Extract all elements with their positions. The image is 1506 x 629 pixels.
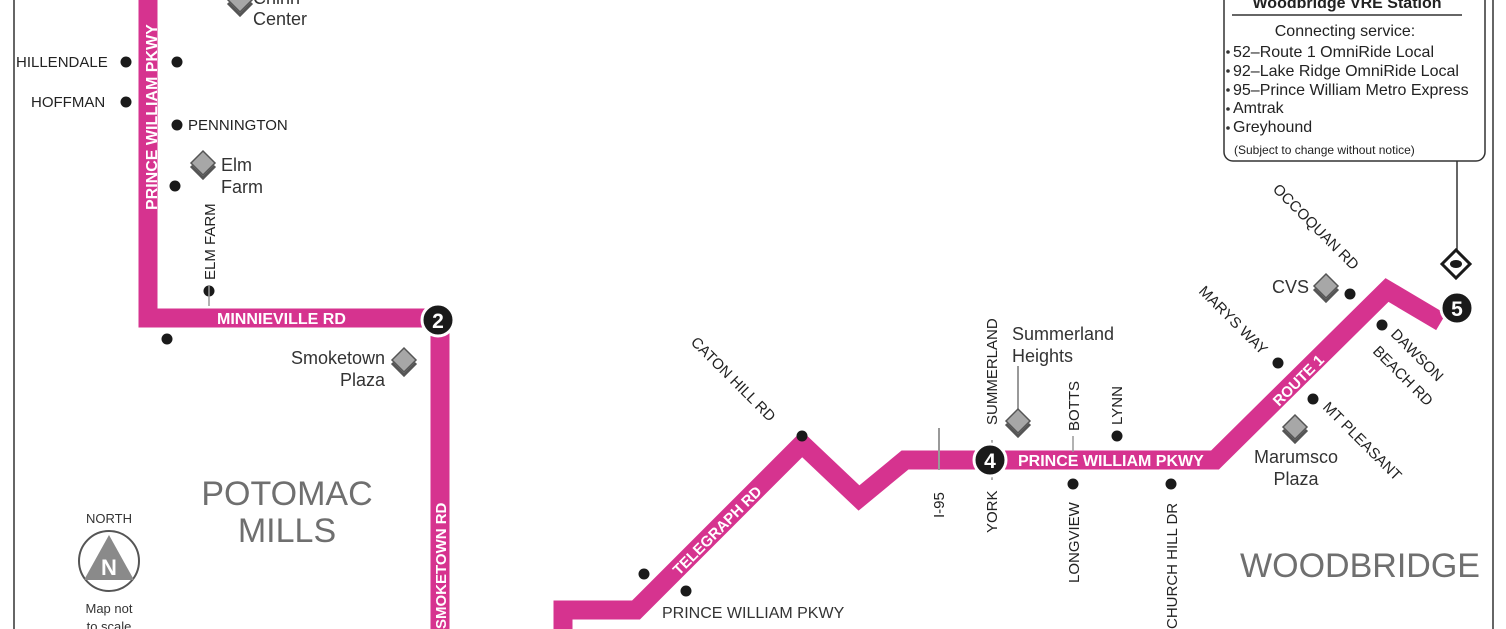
stop-label-occoquan: OCCOQUAN RD <box>1269 181 1362 274</box>
service-bullet <box>1226 126 1230 130</box>
stop-dot <box>171 56 183 68</box>
stop-label-pennington: PENNINGTON <box>188 117 288 134</box>
stop-label-summerland: SUMMERLAND <box>984 318 1001 425</box>
stop-label-elm-farm-rd: ELM FARM <box>202 203 219 280</box>
stop-dot <box>1111 430 1123 442</box>
route-line-south <box>553 278 1446 629</box>
info-box-service: 52–Route 1 OmniRide Local <box>1233 44 1434 61</box>
timepoint-5-number: 5 <box>1451 298 1463 321</box>
landmark-smoketown-1: Smoketown <box>291 348 385 368</box>
info-box-subtitle: Connecting service: <box>1275 23 1416 40</box>
stop-dot <box>796 430 808 442</box>
stop-label-longview: LONGVIEW <box>1066 501 1083 583</box>
landmark-smoketown-2: Plaza <box>340 370 386 390</box>
stop-dot <box>638 568 650 580</box>
landmark-summerland-2: Heights <box>1012 346 1073 366</box>
stop-label-pwp-south: PRINCE WILLIAM PKWY <box>662 605 845 622</box>
info-box-note: (Subject to change without notice) <box>1234 143 1415 157</box>
compass: NORTH N Map not to scale <box>78 511 140 629</box>
landmark-chinn-1: Chinn <box>253 0 300 8</box>
stop-dot <box>1272 357 1284 369</box>
timepoint-4: 4 <box>972 442 1008 478</box>
landmark-icon <box>226 0 254 18</box>
stop-label-botts: BOTTS <box>1066 381 1083 431</box>
station-info-box: Woodbridge VRE Station Connecting servic… <box>1223 0 1486 162</box>
landmark-icon <box>1312 272 1340 304</box>
stop-label-hoffman: HOFFMAN <box>31 94 105 111</box>
info-box-service: Amtrak <box>1233 100 1285 117</box>
landmark-elm-farm-1: Elm <box>221 155 252 175</box>
landmark-chinn-2: Center <box>253 9 307 29</box>
stop-dot <box>1165 478 1177 490</box>
compass-scale-2: to scale <box>87 619 132 629</box>
stop-dot <box>1376 319 1388 331</box>
service-bullet <box>1226 69 1230 73</box>
landmark-icon <box>1281 413 1309 445</box>
stop-label-marys-way: MARYS WAY <box>1195 283 1270 358</box>
stop-dot <box>120 96 132 108</box>
compass-arrow-icon <box>84 535 134 580</box>
stop-label-i95: I-95 <box>931 492 948 518</box>
stop-label-hillendale: HILLENDALE <box>16 54 108 71</box>
station-icon <box>1439 247 1473 281</box>
stop-label-lynn: LYNN <box>1109 386 1126 425</box>
service-bullet <box>1226 107 1230 111</box>
landmark-icon <box>390 346 418 378</box>
service-bullet <box>1226 50 1230 54</box>
info-box-title: Woodbridge VRE Station <box>1252 0 1441 12</box>
route-label-minnieville: MINNIEVILLE RD <box>217 311 346 328</box>
landmark-cvs: CVS <box>1272 277 1309 297</box>
timepoint-4-number: 4 <box>984 450 996 473</box>
compass-letter: N <box>101 555 117 580</box>
area-label-potomac: POTOMAC <box>201 475 372 513</box>
stop-label-caton-hill: CATON HILL RD <box>687 334 779 426</box>
stop-dot <box>161 333 173 345</box>
landmark-elm-farm-2: Farm <box>221 177 263 197</box>
info-box-service: Greyhound <box>1233 119 1312 136</box>
stop-dot <box>1344 288 1356 300</box>
service-bullet <box>1226 88 1230 92</box>
info-box-service: 92–Lake Ridge OmniRide Local <box>1233 63 1459 80</box>
route-label-pwp-vertical: PRINCE WILLIAM PKWY <box>144 24 161 210</box>
route-label-pwp-east: PRINCE WILLIAM PKWY <box>1018 453 1204 470</box>
compass-north-label: NORTH <box>86 511 132 526</box>
landmark-marumsco-2: Plaza <box>1273 469 1319 489</box>
landmark-icon <box>189 149 217 181</box>
stop-dot <box>171 119 183 131</box>
stop-dot <box>169 180 181 192</box>
stop-label-church-hill: CHURCH HILL DR <box>1164 503 1181 629</box>
stop-dots <box>120 56 1388 597</box>
timepoint-2: 2 <box>420 302 456 338</box>
route-label-telegraph: TELEGRAPH RD <box>670 483 766 579</box>
stop-label-york: YORK <box>984 490 1001 533</box>
timepoint-5: 5 <box>1439 290 1475 326</box>
landmark-marumsco-1: Marumsco <box>1254 447 1338 467</box>
info-box-service: 95–Prince William Metro Express <box>1233 82 1469 99</box>
area-label-woodbridge: WOODBRIDGE <box>1240 547 1480 585</box>
route-label-smoketown: SMOKETOWN RD <box>433 502 450 629</box>
stop-dot <box>680 585 692 597</box>
route-line <box>138 0 450 629</box>
stop-dot <box>120 56 132 68</box>
stop-label-mt-pleasant: MT PLEASANT <box>1319 399 1405 485</box>
compass-scale-1: Map not <box>86 601 133 616</box>
landmark-icon <box>1004 407 1032 439</box>
landmark-summerland-1: Summerland <box>1012 324 1114 344</box>
landmark-icons <box>189 0 1340 445</box>
stop-dot <box>1307 393 1319 405</box>
timepoint-2-number: 2 <box>432 310 444 333</box>
stop-dot <box>1067 478 1079 490</box>
area-label-mills: MILLS <box>238 512 336 550</box>
